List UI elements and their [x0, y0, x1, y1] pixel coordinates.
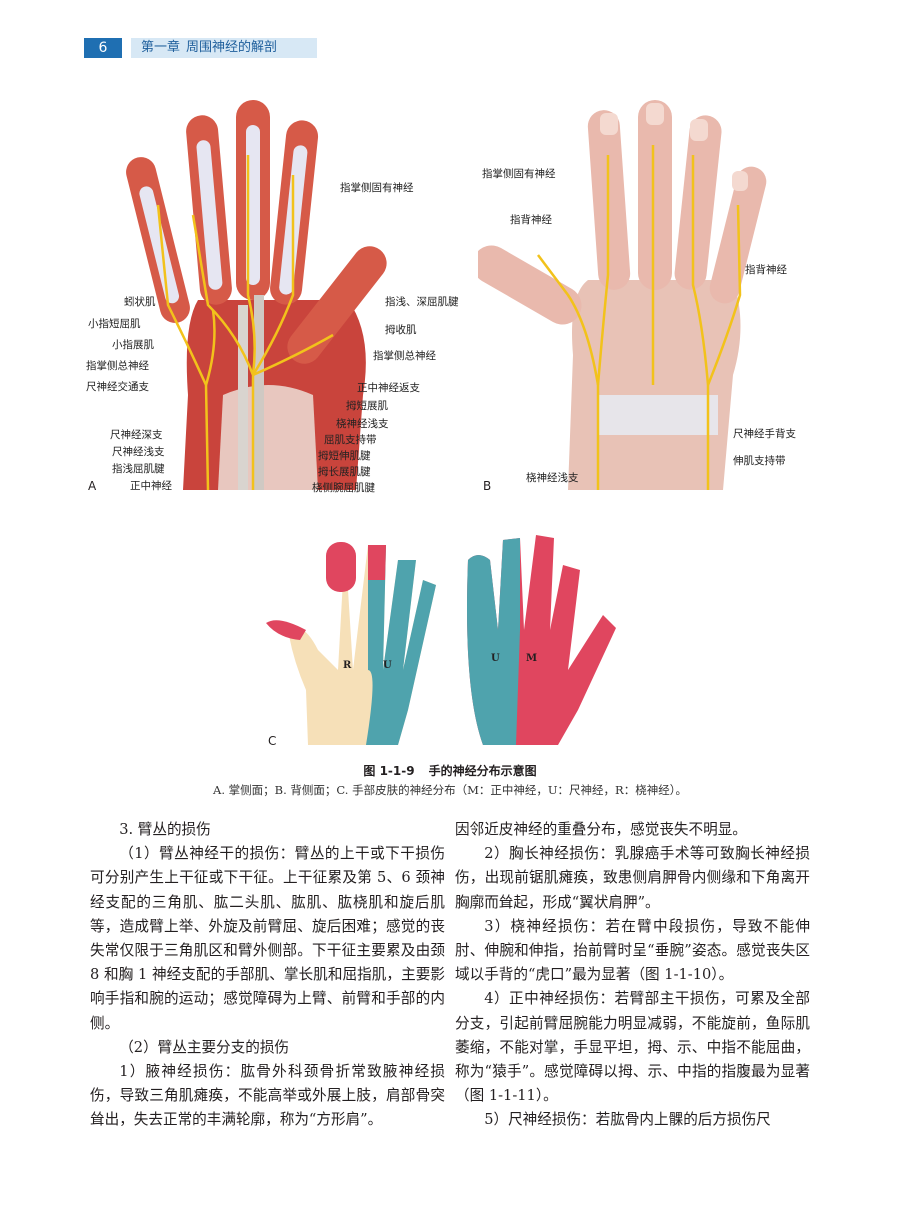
label-b-1: 指掌侧固有神经: [482, 168, 556, 180]
paragraph: 4）正中神经损伤：若臂部主干损伤，可累及全部分支，引起前臂屈腕能力明显减弱，不能…: [455, 990, 810, 1105]
label-a-17: 指浅屈肌腱: [112, 463, 165, 475]
label-a-18: 拇长展肌腱: [318, 466, 371, 478]
region-label-u-palmar: U: [491, 653, 500, 664]
label-a-3: 小指短屈肌: [88, 318, 141, 330]
chapter-header: 第一章周围神经的解剖: [131, 38, 317, 58]
figure-panel-b: B: [478, 95, 818, 495]
figure-title: 图 1-1-9 手的神经分布示意图: [0, 762, 900, 779]
label-a-19: 正中神经: [130, 480, 172, 492]
label-a-9: 指掌侧总神经: [373, 350, 436, 362]
label-a-8: 拇收肌: [385, 324, 417, 336]
figure-number: 图 1-1-9: [363, 764, 415, 778]
label-a-11: 拇短展肌: [346, 400, 388, 412]
paragraph: 1）腋神经损伤：肱骨外科颈骨折常致腋神经损伤，导致三角肌瘫痪，不能高举或外展上肢…: [90, 1063, 445, 1129]
chapter-label: 第一章: [141, 40, 181, 55]
panel-letter-a: A: [88, 479, 97, 493]
body-column-right: 因邻近皮神经的重叠分布，感觉丧失不明显。 2）胸长神经损伤：乳腺癌手术等可致胸长…: [455, 818, 810, 1133]
label-a-16: 拇短伸肌腱: [318, 450, 371, 462]
chapter-title: 周围神经的解剖: [186, 40, 278, 55]
paragraph: （1）臂丛神经干的损伤：臂丛的上干或下干损伤可分别产生上干征或下干征。上干征累及…: [90, 845, 445, 1032]
paragraph: 因邻近皮神经的重叠分布，感觉丧失不明显。: [455, 821, 747, 838]
body-column-left: 3. 臂丛的损伤 （1）臂丛神经干的损伤：臂丛的上干或下干损伤可分别产生上干征或…: [90, 818, 445, 1133]
label-a-14: 尺神经深支: [110, 429, 163, 441]
figure-panel-c: R U U M C: [258, 520, 618, 755]
label-a-7: 指浅、深屈肌腱: [385, 296, 459, 308]
page-number: 6: [84, 38, 122, 58]
cutaneous-distribution-illustration: [266, 535, 616, 745]
label-a-12: 桡神经浅支: [336, 418, 389, 430]
label-b-6: 桡神经浅支: [526, 472, 579, 484]
label-b-4: 尺神经手背支: [733, 428, 796, 440]
palmar-hand-illustration: [126, 100, 387, 491]
panel-letter-b: B: [483, 479, 492, 493]
label-b-3: 指背神经: [745, 264, 787, 276]
region-label-u-dorsal: U: [383, 660, 392, 671]
label-b-5: 伸肌支持带: [733, 455, 786, 467]
label-a-4: 小指展肌: [112, 339, 154, 351]
label-a-2: 蚓状肌: [124, 296, 156, 308]
panel-letter-c: C: [268, 734, 277, 748]
label-a-13: 屈肌支持带: [324, 434, 377, 446]
section-heading: 3. 臂丛的损伤: [119, 821, 211, 838]
figure-panel-a: A: [88, 95, 428, 495]
region-label-m: M: [526, 653, 538, 664]
region-label-r: R: [343, 660, 352, 671]
label-a-20: 桡侧腕屈肌腱: [312, 482, 375, 494]
subsection-heading: （2）臂丛主要分支的损伤: [119, 1038, 290, 1056]
label-a-10: 正中神经返支: [357, 382, 420, 394]
paragraph: 5）尺神经损伤：若肱骨内上髁的后方损伤尺: [484, 1111, 771, 1129]
paragraph: 2）胸长神经损伤：乳腺癌手术等可致胸长神经损伤，出现前锯肌瘫痪，致患侧肩胛骨内侧…: [455, 845, 810, 911]
label-a-15: 尺神经浅支: [112, 446, 165, 458]
figure-caption: A. 掌侧面；B. 背侧面；C. 手部皮肤的神经分布（M：正中神经，U：尺神经，…: [213, 783, 687, 797]
paragraph: 3）桡神经损伤：若在臂中段损伤，导致不能伸肘、伸腕和伸指，抬前臂时呈“垂腕”姿态…: [455, 917, 810, 984]
dorsal-hand-illustration: [478, 100, 767, 490]
label-a-6: 尺神经交通支: [86, 381, 149, 393]
label-b-2: 指背神经: [510, 214, 552, 226]
label-a-1: 指掌侧固有神经: [340, 182, 414, 194]
figure-title-text: 手的神经分布示意图: [428, 764, 537, 778]
label-a-5: 指掌侧总神经: [86, 360, 149, 372]
